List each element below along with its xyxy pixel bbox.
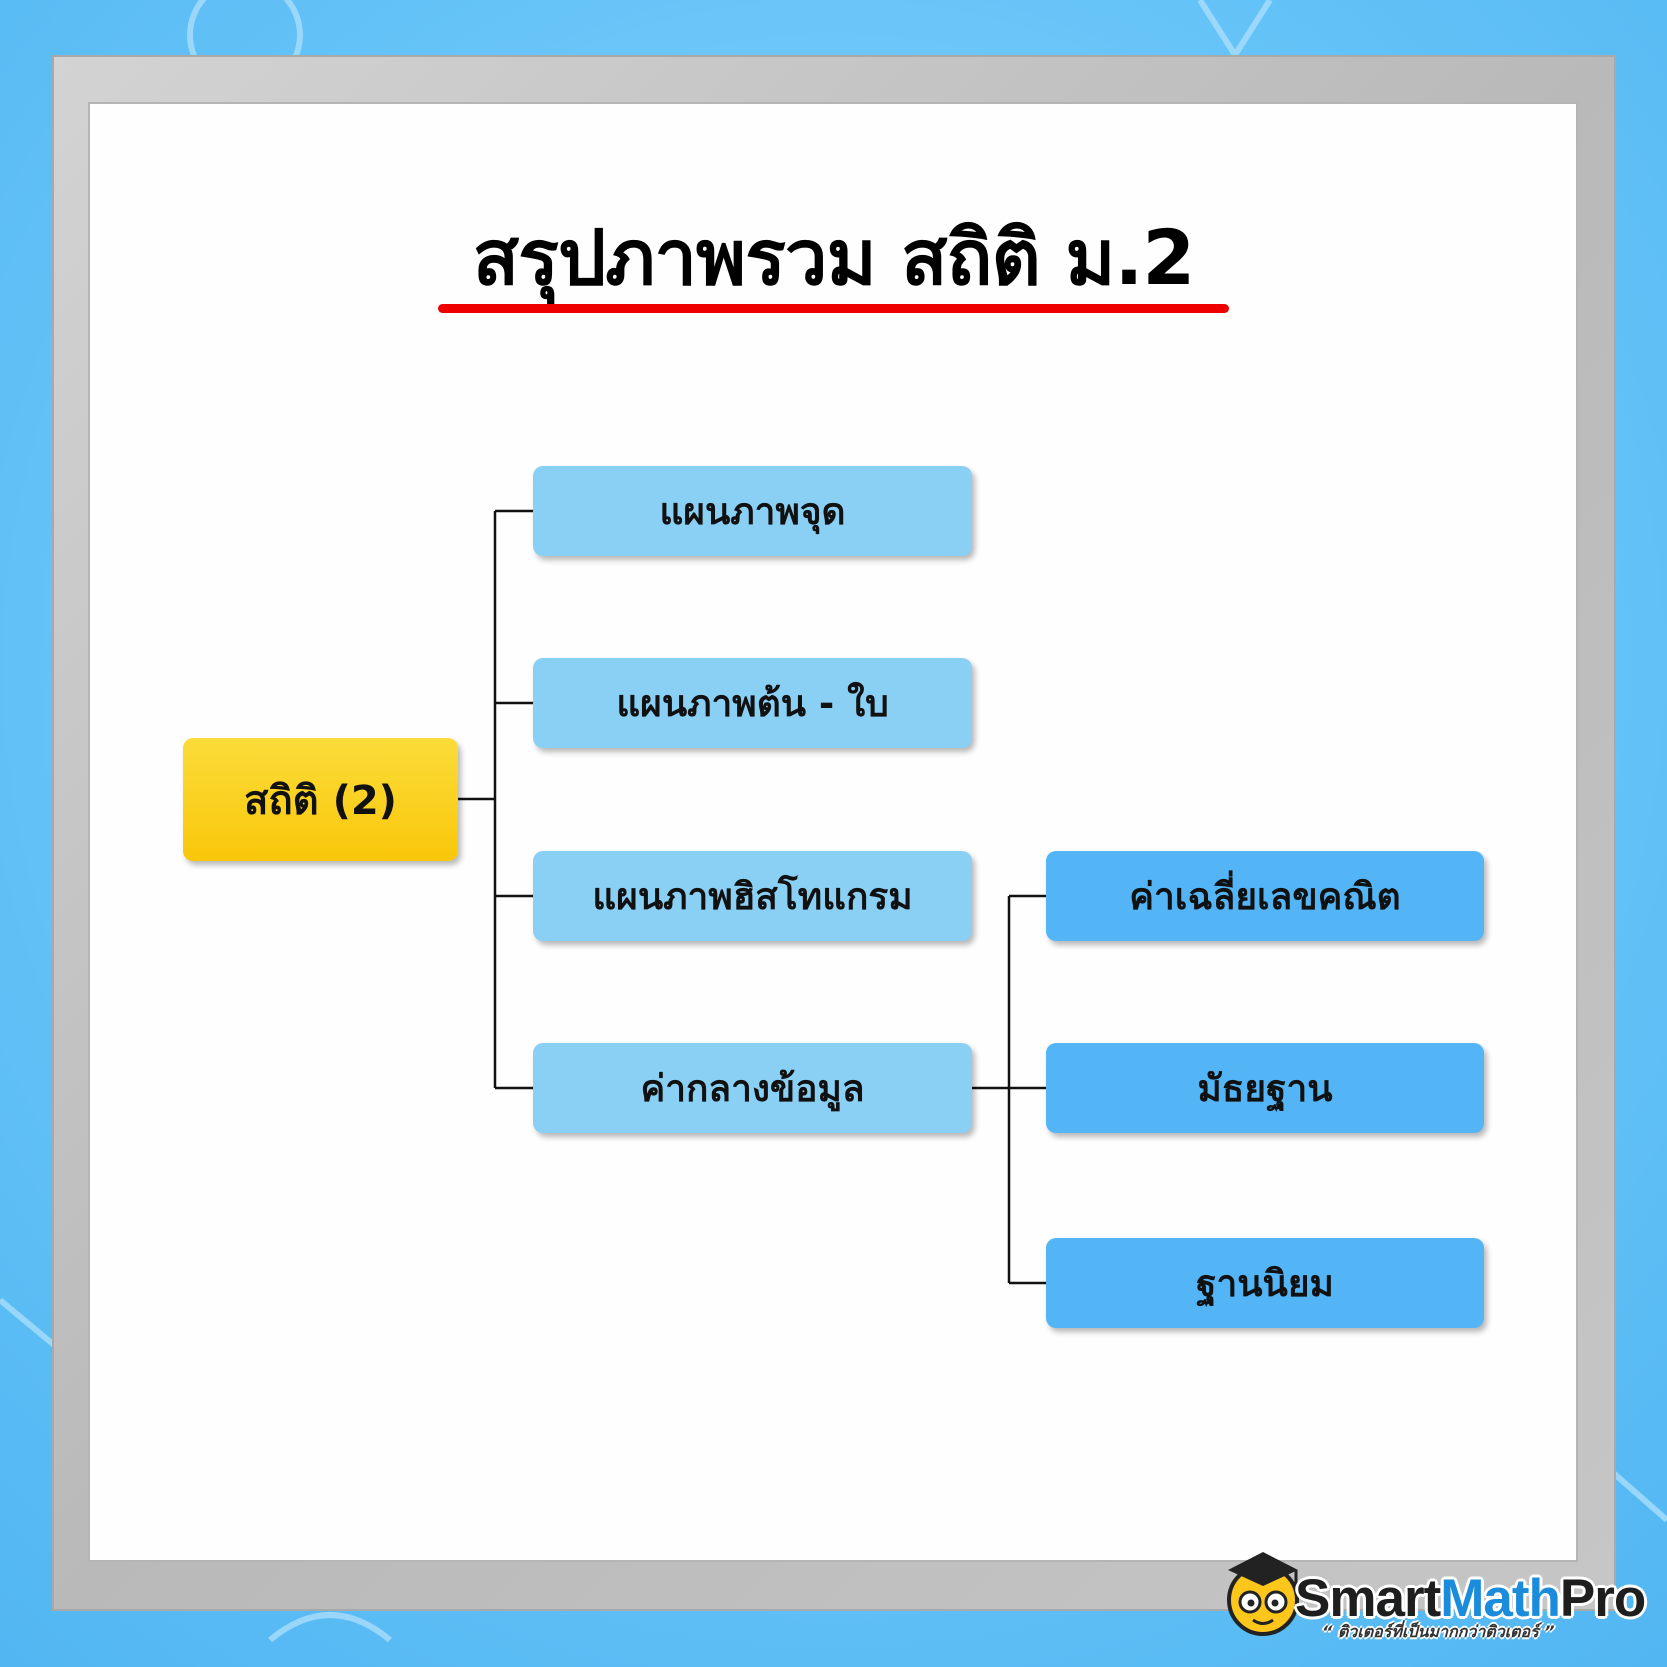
node-median: มัธยฐาน — [1046, 1043, 1484, 1133]
logo-brand-math: Math — [1440, 1569, 1561, 1628]
page-title: สรุปภาพรวม สถิติ ม.2 — [472, 213, 1195, 302]
node-dot-plot: แผนภาพจุด — [533, 466, 972, 556]
logo-wordmark: SmartMathPro — [1295, 1568, 1646, 1629]
node-central-tendency: ค่ากลางข้อมูล — [533, 1043, 972, 1133]
root-node-statistics: สถิติ (2) — [183, 738, 458, 861]
node-stem-leaf-plot: แผนภาพต้น - ใบ — [533, 658, 972, 748]
node-histogram: แผนภาพฮิสโทแกรม — [533, 851, 972, 941]
logo-tagline: “ ติวเตอร์ที่เป็นมากกว่าติวเตอร์ ” — [1322, 1622, 1555, 1641]
logo-brand-smart: Smart — [1295, 1569, 1441, 1628]
node-mode: ฐานนิยม — [1046, 1238, 1484, 1328]
node-arithmetic-mean: ค่าเฉลี่ยเลขคณิต — [1046, 851, 1484, 941]
logo-brand-pro: Pro — [1559, 1569, 1646, 1628]
smartmathpro-logo-icon — [1227, 1552, 1299, 1636]
title-underline — [438, 304, 1229, 313]
